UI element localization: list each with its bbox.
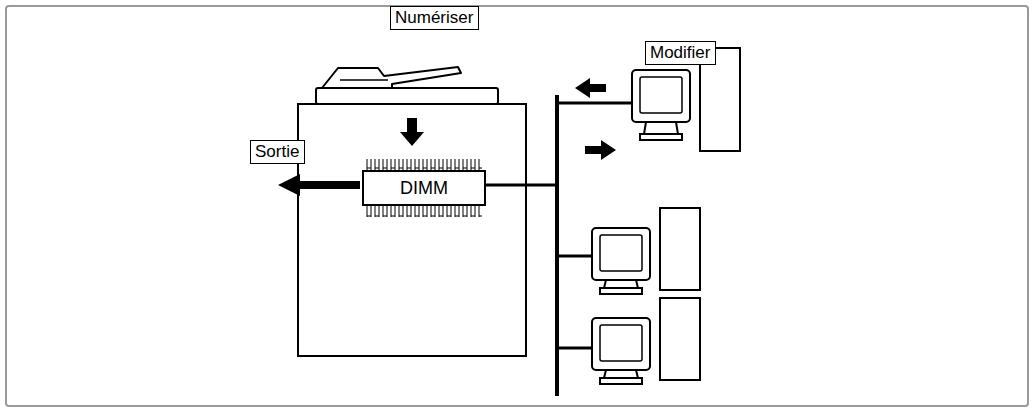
box-label: Modifier xyxy=(650,43,711,63)
computer xyxy=(592,298,700,384)
label-box: Sortie xyxy=(250,140,305,164)
network-wire xyxy=(557,102,632,105)
transfer-arrow xyxy=(575,78,606,98)
feeder-line xyxy=(340,79,388,81)
label-box: Modifier xyxy=(645,41,716,65)
network-wire xyxy=(557,255,592,258)
chip-label: DIMM xyxy=(400,178,448,198)
scanner-platen xyxy=(316,88,498,104)
network-bus xyxy=(555,95,559,396)
scan-arrow xyxy=(400,118,424,146)
document-feeder xyxy=(322,67,461,88)
memory-chip: DIMM xyxy=(362,170,486,206)
frame xyxy=(6,6,1028,406)
box-label: Sortie xyxy=(255,142,300,162)
copier-body xyxy=(298,104,526,356)
output-arrow xyxy=(278,174,360,196)
transfer-arrow xyxy=(585,140,616,160)
label-box: Numériser xyxy=(390,6,479,30)
network-wire xyxy=(486,184,557,187)
box-label: Numériser xyxy=(395,8,474,28)
chip-pins xyxy=(366,205,482,217)
network-wire xyxy=(557,347,592,350)
computer xyxy=(592,208,700,294)
